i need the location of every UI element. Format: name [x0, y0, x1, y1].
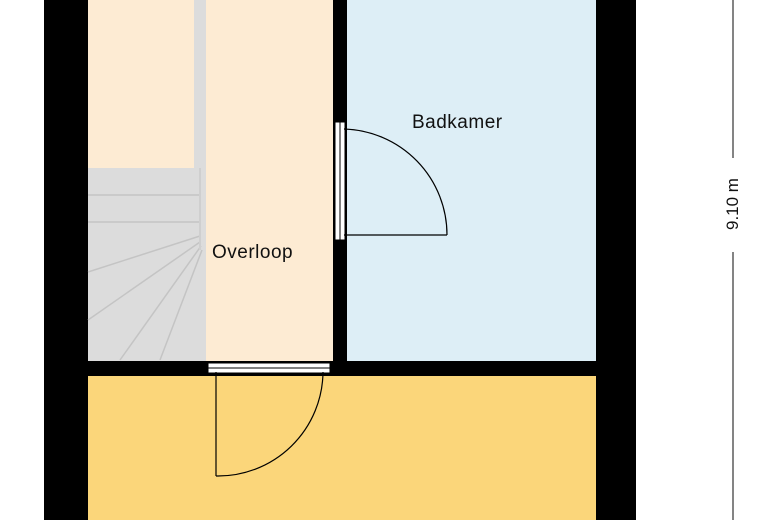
room-bottom: [88, 376, 596, 520]
room-overloop: [206, 0, 333, 361]
room-label-badkamer: Badkamer: [412, 112, 503, 133]
dimension-label: 9.10 m: [723, 178, 742, 230]
door-swing-badkamer: [343, 128, 448, 236]
room-label-overloop: Overloop: [212, 242, 294, 263]
door-swing-bottom: [215, 371, 324, 477]
stairs: [87, 168, 206, 361]
room-top-left: [88, 0, 194, 168]
room-badkamer: [347, 0, 596, 361]
stair-rail: [194, 0, 206, 168]
